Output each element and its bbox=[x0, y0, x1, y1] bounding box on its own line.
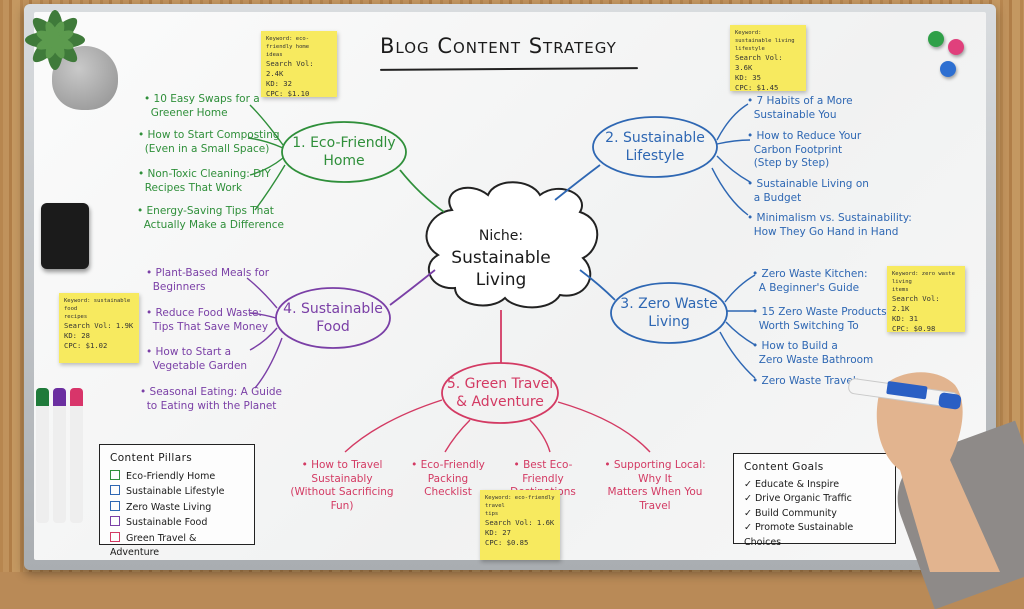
page-title: Blog Content Strategy bbox=[380, 34, 617, 58]
zero-waste-label-2: Living bbox=[648, 314, 690, 330]
keyword-sticky-note[interactable]: Keyword: sustainable food recipes Search… bbox=[59, 293, 139, 363]
purple-marker[interactable] bbox=[53, 388, 66, 523]
lifestyle-item: • Sustainable Living on a Budget bbox=[747, 178, 869, 204]
blue-magnet[interactable] bbox=[940, 61, 956, 77]
lifestyle-node: 2. Sustainable Lifestyle bbox=[594, 129, 716, 165]
checkbox-icon bbox=[110, 500, 120, 511]
pillar-item: Sustainable Food bbox=[110, 515, 244, 531]
zero-waste-item: • Zero Waste Kitchen: A Beginner's Guide bbox=[752, 268, 868, 294]
green-magnet[interactable] bbox=[928, 31, 944, 47]
checkbox-icon bbox=[110, 469, 120, 480]
keyword-sticky-note[interactable]: Keyword: eco-friendly travel tips Search… bbox=[480, 490, 560, 560]
content-pillars-box: Content Pillars Eco-Friendly Home Sustai… bbox=[99, 444, 255, 558]
lifestyle-item: • Minimalism vs. Sustainability: How The… bbox=[747, 212, 912, 238]
goal-item: ✓ Drive Organic Traffic bbox=[744, 493, 852, 504]
checkbox-icon bbox=[110, 485, 120, 495]
eco-home-label-1: 1. Eco-Friendly bbox=[292, 135, 396, 151]
keyword-sticky-note[interactable]: Keyword: zero waste living items Search … bbox=[887, 266, 965, 333]
zero-waste-label-1: 3. Zero Waste bbox=[620, 296, 718, 312]
food-item: • Seasonal Eating: A Guide to Eating wit… bbox=[140, 386, 282, 412]
eco-home-item: • 10 Easy Swaps for a Greener Home bbox=[144, 93, 260, 119]
lifestyle-item: • How to Reduce Your Carbon Footprint (S… bbox=[747, 130, 862, 169]
content-goals-header: Content Goals bbox=[744, 461, 824, 473]
pink-magnet[interactable] bbox=[948, 39, 964, 55]
zero-waste-item: • Zero Waste Travel: bbox=[752, 375, 860, 387]
lifestyle-item: • 7 Habits of a More Sustainable You bbox=[747, 95, 853, 121]
zero-waste-node: 3. Zero Waste Living bbox=[611, 295, 727, 331]
food-item: • How to Start a Vegetable Garden bbox=[146, 346, 248, 372]
checkbox-icon bbox=[110, 531, 120, 542]
succulent-plant-icon bbox=[25, 10, 85, 70]
content-goals-box: Content Goals ✓ Educate & Inspire ✓ Driv… bbox=[733, 453, 896, 548]
pillar-item: Sustainable Lifestyle bbox=[110, 484, 244, 500]
pillar-item: Zero Waste Living bbox=[110, 500, 244, 516]
food-item: • Plant-Based Meals for Beginners bbox=[146, 267, 270, 293]
goal-item: ✓ Build Community bbox=[744, 507, 837, 519]
keyword-sticky-note[interactable]: Keyword: eco-friendly home ideas Search … bbox=[261, 31, 337, 98]
center-line2: Sustainable bbox=[451, 248, 551, 268]
center-node: Niche: Sustainable Living bbox=[445, 225, 557, 291]
center-line3: Living bbox=[475, 270, 527, 290]
goal-item: ✓ Educate & Inspire bbox=[744, 478, 840, 490]
center-cloud-shape bbox=[425, 181, 599, 309]
eco-home-item: • Energy-Saving Tips That Actually Make … bbox=[137, 205, 284, 231]
checkbox-icon bbox=[110, 516, 120, 526]
food-item: • Reduce Food Waste: Tips That Save Mone… bbox=[146, 307, 269, 333]
eco-home-node: 1. Eco-Friendly Home bbox=[283, 134, 405, 170]
eco-home-bubble bbox=[281, 121, 407, 183]
eco-home-item: • Non-Toxic Cleaning: DIY Recipes That W… bbox=[138, 168, 271, 194]
pink-marker[interactable] bbox=[70, 388, 83, 523]
travel-label-1: 5. Green Travel bbox=[446, 376, 554, 392]
zero-waste-item: • How to Build a Zero Waste Bathroom bbox=[752, 340, 874, 366]
lifestyle-label-1: 2. Sustainable bbox=[605, 130, 705, 146]
center-line1: Niche: bbox=[478, 228, 524, 244]
goal-item: ✓ Promote Sustainable Choices bbox=[744, 522, 854, 548]
zero-waste-item: • 15 Zero Waste Products Worth Switching… bbox=[752, 306, 887, 332]
content-pillars-header: Content Pillars bbox=[110, 452, 193, 464]
mindmap-lines bbox=[246, 103, 756, 453]
travel-item: • How to Travel Sustainably(Without Sacr… bbox=[290, 459, 394, 512]
travel-bubble bbox=[441, 362, 559, 424]
food-label-1: 4. Sustainable bbox=[283, 301, 383, 317]
zero-waste-bubble bbox=[610, 282, 728, 344]
lifestyle-bubble bbox=[592, 116, 718, 178]
hand-holding-marker bbox=[848, 372, 1000, 572]
food-label-2: Food bbox=[316, 319, 350, 335]
pillar-item: Eco-Friendly Home bbox=[110, 469, 244, 485]
eco-home-label-2: Home bbox=[323, 153, 365, 169]
food-node: 4. Sustainable Food bbox=[276, 300, 390, 336]
travel-node: 5. Green Travel & Adventure bbox=[442, 375, 558, 411]
eraser[interactable] bbox=[41, 203, 89, 269]
green-marker[interactable] bbox=[36, 388, 49, 523]
eco-home-item: • How to Start Composting (Even in a Sma… bbox=[138, 129, 280, 155]
travel-label-2: & Adventure bbox=[456, 394, 544, 410]
keyword-sticky-note[interactable]: Keyword: sustainable living lifestyle Se… bbox=[730, 25, 806, 92]
pillar-item: Green Travel & Adventure bbox=[110, 531, 197, 558]
lifestyle-label-2: Lifestyle bbox=[625, 148, 685, 164]
